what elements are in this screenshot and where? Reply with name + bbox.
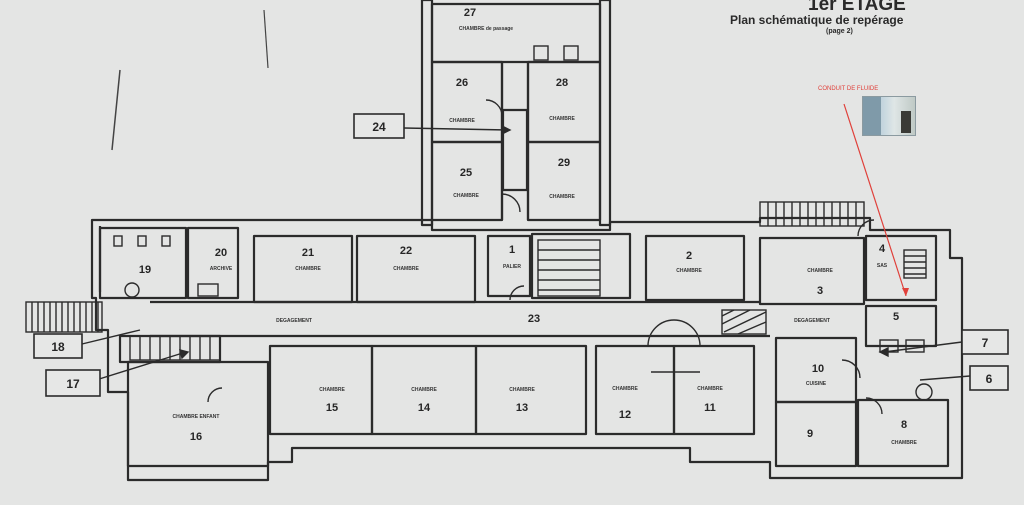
corridor-label-left: DEGAGEMENT xyxy=(276,318,312,324)
room-27-label: CHAMBRE de passage xyxy=(459,26,513,32)
photo-wall xyxy=(863,97,881,135)
room-28-label: CHAMBRE xyxy=(549,116,575,122)
room-15-label: CHAMBRE xyxy=(319,387,345,393)
callout-7-number: 7 xyxy=(982,336,989,350)
plan-subtitle: Plan schématique de repérage xyxy=(730,13,904,27)
room-29-number: 29 xyxy=(558,157,570,169)
room-20-number: 20 xyxy=(215,247,227,259)
room-28-number: 28 xyxy=(556,77,568,89)
callout-18-number: 18 xyxy=(51,340,65,354)
room-14-label: CHAMBRE xyxy=(411,387,437,393)
room-2-number: 2 xyxy=(686,250,692,262)
room-13-number: 13 xyxy=(516,402,528,414)
floor-title: 1er ETAGE xyxy=(808,0,906,15)
room-15-number: 15 xyxy=(326,402,338,414)
door-arcs xyxy=(124,99,933,415)
callout-24-number: 24 xyxy=(372,120,386,134)
room-22-label: CHAMBRE xyxy=(393,266,419,272)
room-3-number: 3 xyxy=(817,285,823,297)
room-4-label: SAS xyxy=(877,263,888,269)
conduit-arrowhead xyxy=(902,288,909,296)
room-labels: CHAMBRE de passage CHAMBRE CHAMBRE CHAMB… xyxy=(173,26,918,446)
room-27-number: 27 xyxy=(464,7,476,19)
room-19-number: 19 xyxy=(139,264,151,276)
room-12-number: 12 xyxy=(619,409,631,421)
room-10-label: CUISINE xyxy=(806,381,827,387)
callout-6-number: 6 xyxy=(986,372,993,386)
fixtures xyxy=(113,45,925,353)
photo-door xyxy=(901,111,911,133)
room-1-number: 1 xyxy=(509,244,515,256)
callout-numbers: 24 18 17 7 6 xyxy=(51,120,992,391)
room-16-label: CHAMBRE ENFANT xyxy=(173,414,220,420)
room-21-label: CHAMBRE xyxy=(295,266,321,272)
room-11-label: CHAMBRE xyxy=(697,386,723,392)
room-3-label: CHAMBRE xyxy=(807,268,833,274)
conduit-leader-line xyxy=(843,103,907,297)
room-8-number: 8 xyxy=(901,419,907,431)
conduit-annotation-label: CONDUIT DE FLUIDE xyxy=(818,86,879,92)
paper-mark xyxy=(111,69,121,151)
room-1-label: PALIER xyxy=(503,264,521,270)
room-23-number: 23 xyxy=(528,313,540,325)
room-25-number: 25 xyxy=(460,167,472,179)
room-12-label: CHAMBRE xyxy=(612,386,638,392)
room-20-label: ARCHIVE xyxy=(210,266,233,272)
corridor-label-right: DEGAGEMENT xyxy=(794,318,830,324)
room-13-label: CHAMBRE xyxy=(509,387,535,393)
room-16-number: 16 xyxy=(190,431,202,443)
room-9-number: 9 xyxy=(807,428,813,440)
room-25-label: CHAMBRE xyxy=(453,193,479,199)
callout-17-number: 17 xyxy=(66,377,80,391)
room-11-number: 11 xyxy=(704,402,716,414)
room-4-number: 4 xyxy=(879,243,886,255)
room-2-label: CHAMBRE xyxy=(676,268,702,274)
photo-thumbnail[interactable] xyxy=(862,96,916,136)
stairs xyxy=(25,201,927,361)
room-22-number: 22 xyxy=(400,245,412,257)
room-numbers: 27 26 28 25 29 19 20 21 22 1 2 3 4 5 23 … xyxy=(139,7,907,443)
room-10-number: 10 xyxy=(812,363,824,375)
callout-boxes xyxy=(33,113,1009,397)
page-number: (page 2) xyxy=(826,28,853,35)
room-26-label: CHAMBRE xyxy=(449,118,475,124)
room-14-number: 14 xyxy=(418,402,431,414)
room-8-label: CHAMBRE xyxy=(891,440,917,446)
room-26-number: 26 xyxy=(456,77,468,89)
callout-arrows xyxy=(81,124,971,381)
room-21-number: 21 xyxy=(302,247,314,259)
room-29-label: CHAMBRE xyxy=(549,194,575,200)
room-5-number: 5 xyxy=(893,311,899,323)
paper-mark xyxy=(263,9,269,69)
